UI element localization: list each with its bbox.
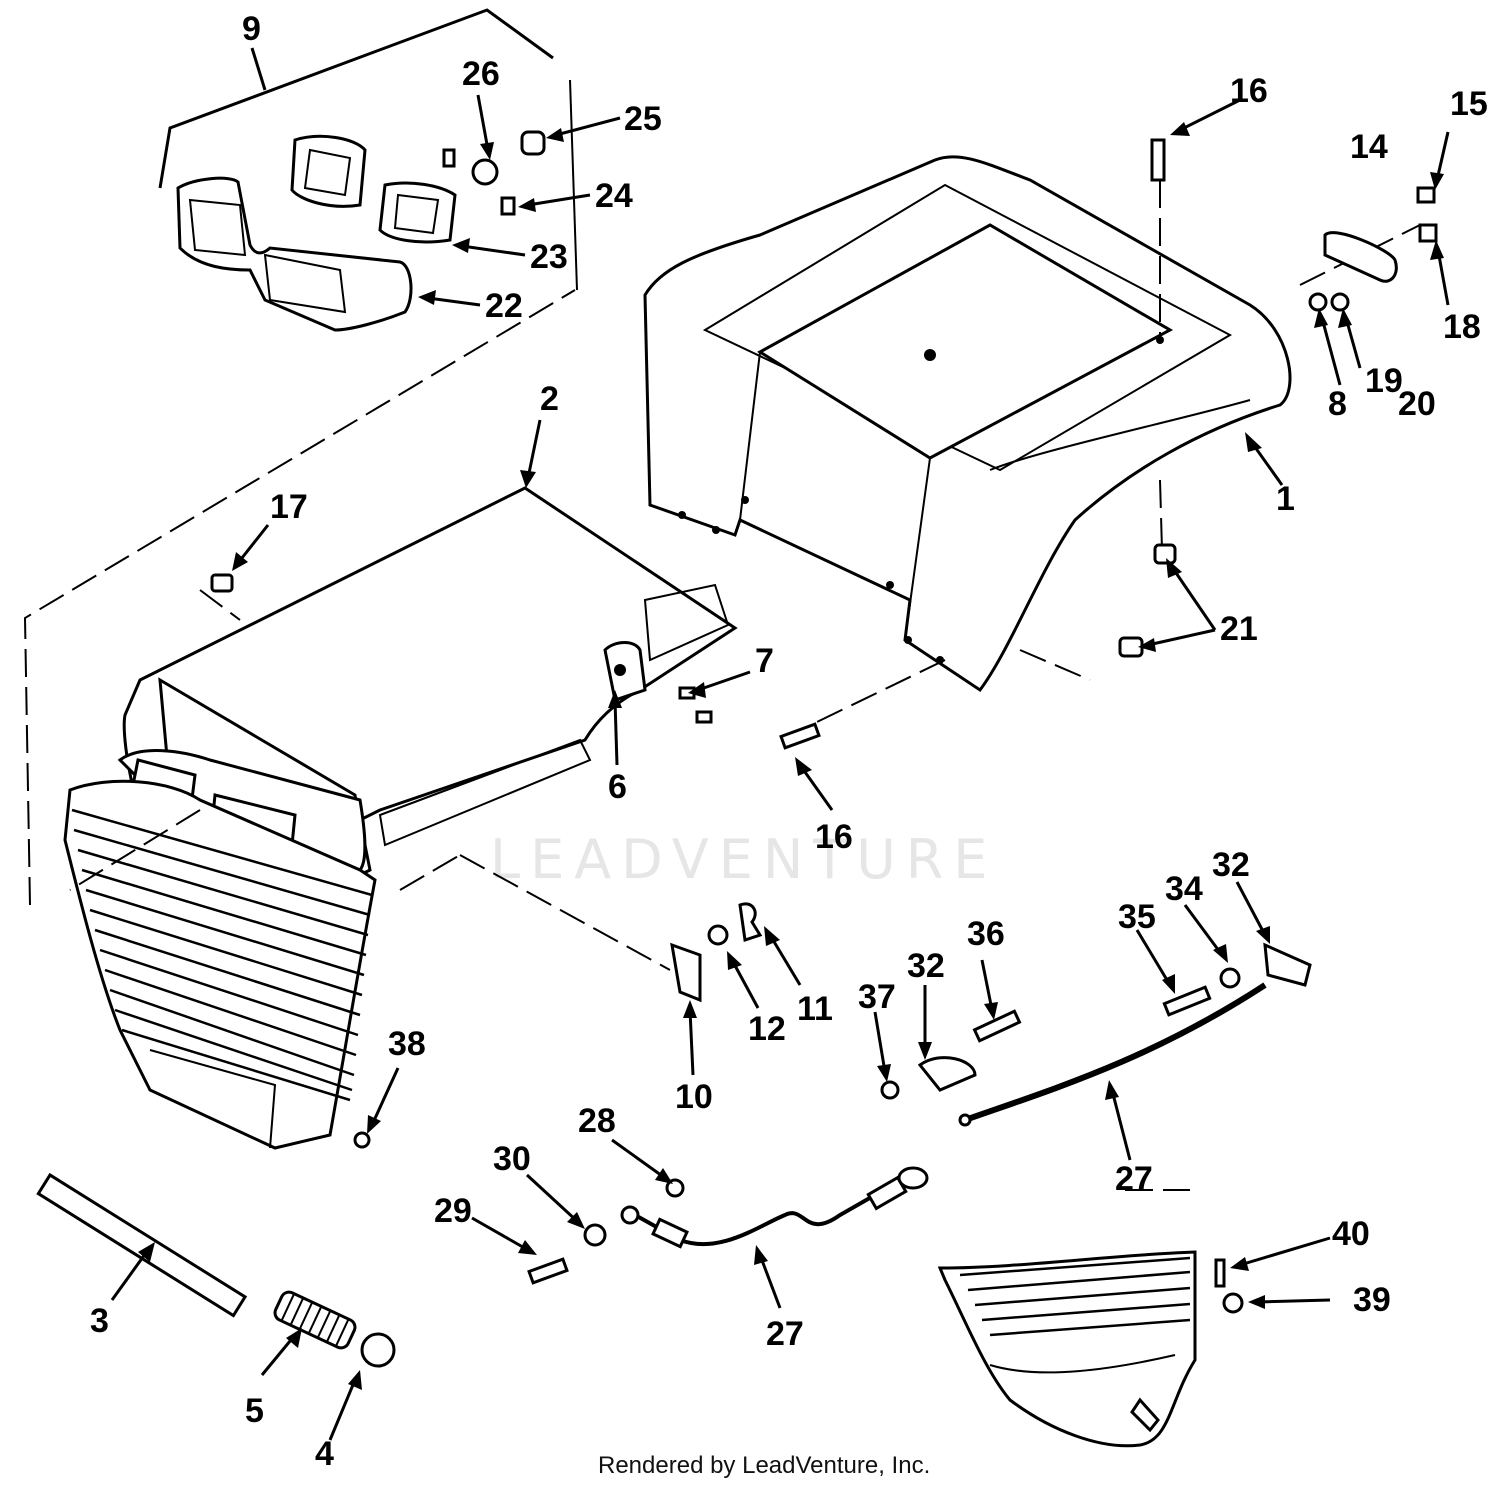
headlight-assembly	[158, 8, 578, 332]
callout-2: 2	[540, 380, 559, 418]
grille-detail	[937, 1250, 1197, 1448]
callout-15: 15	[1450, 85, 1488, 123]
callout-38: 38	[388, 1025, 426, 1063]
cables	[620, 982, 1267, 1249]
callout-19: 19	[1365, 362, 1403, 400]
callout-23: 23	[530, 238, 568, 276]
callout-27b: 27	[766, 1315, 804, 1353]
callout-36: 36	[967, 915, 1005, 953]
callout-5: 5	[245, 1392, 264, 1430]
callout-29: 29	[434, 1192, 472, 1230]
callout-22: 22	[485, 287, 523, 325]
callout-34: 34	[1165, 870, 1203, 908]
callout-27a: 27	[1115, 1160, 1153, 1198]
hardware	[36, 138, 1438, 1368]
callout-16a: 16	[1230, 72, 1268, 110]
callout-24: 24	[595, 177, 633, 215]
callout-40: 40	[1332, 1215, 1370, 1253]
callout-14: 14	[1350, 128, 1388, 166]
callout-1: 1	[1276, 480, 1295, 518]
callout-8: 8	[1328, 385, 1347, 423]
callout-20: 20	[1398, 385, 1436, 423]
callout-10: 10	[675, 1078, 713, 1116]
callout-26: 26	[462, 55, 500, 93]
callout-labels: 1 2 3 4 5 6 7 8 9 10 11 12 14 15 16 16 1…	[90, 10, 1488, 1473]
callout-3: 3	[90, 1302, 109, 1340]
callout-6: 6	[608, 768, 627, 806]
callout-17: 17	[270, 488, 308, 526]
callout-18: 18	[1443, 308, 1481, 346]
callout-30: 30	[493, 1140, 531, 1178]
callout-4: 4	[315, 1435, 334, 1473]
rear-fender	[643, 155, 1292, 693]
callout-39: 39	[1353, 1281, 1391, 1319]
callout-arrows	[110, 94, 1450, 1441]
callout-32a: 32	[1212, 846, 1250, 884]
watermark-text: LEADVENTURE	[490, 828, 997, 891]
callout-11: 11	[797, 990, 833, 1028]
callout-35: 35	[1118, 898, 1156, 936]
callout-28: 28	[578, 1102, 616, 1140]
callout-21: 21	[1220, 610, 1258, 648]
hood	[63, 486, 738, 1150]
callout-25: 25	[624, 100, 662, 138]
callout-32b: 32	[907, 947, 945, 985]
callout-37: 37	[858, 978, 896, 1016]
callout-12: 12	[748, 1010, 786, 1048]
callout-7: 7	[755, 642, 774, 680]
footer-credit: Rendered by LeadVenture, Inc.	[598, 1452, 930, 1479]
callout-9: 9	[242, 10, 261, 48]
callout-16b: 16	[815, 818, 853, 856]
